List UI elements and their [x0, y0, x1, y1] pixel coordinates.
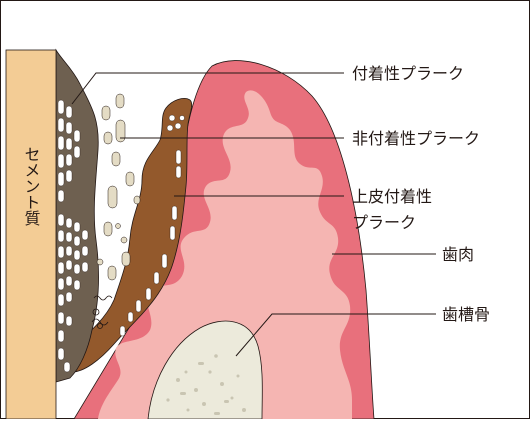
label-epithelial-plaque-line1: 上皮付着性 — [352, 187, 432, 206]
label-attached-plaque: 付着性プラーク — [352, 64, 464, 83]
label-epithelial-plaque-line2: プラーク — [352, 213, 416, 232]
label-gingiva: 歯肉 — [442, 245, 474, 264]
label-unattached-plaque: 非付着性プラーク — [352, 129, 480, 148]
label-alveolar-bone: 歯槽骨 — [442, 305, 490, 324]
cementum — [6, 50, 56, 419]
label-cementum: セメント質 — [22, 146, 41, 226]
